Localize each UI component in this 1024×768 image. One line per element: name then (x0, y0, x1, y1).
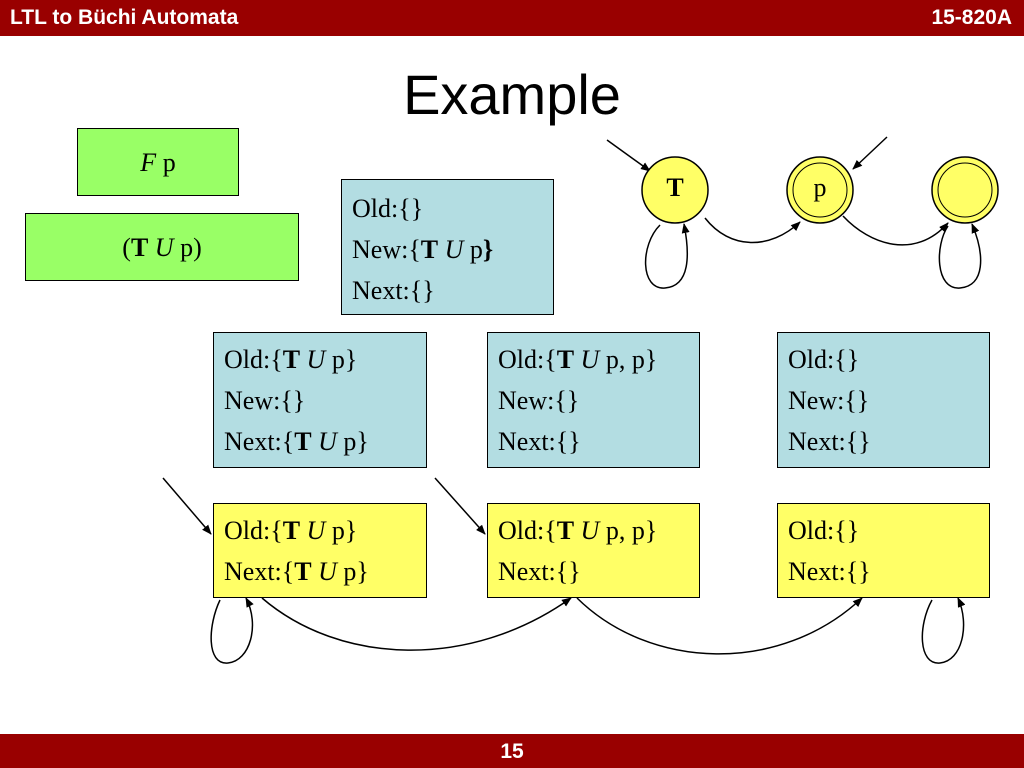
formula-true-until-p: (T U p) (25, 213, 299, 281)
state-p-inner-ring (792, 162, 848, 218)
node-old: Old:{T U p, p} (498, 345, 658, 374)
course-number: 15-820A (931, 6, 1012, 29)
node-old: Old:{T U p} (224, 516, 358, 545)
result-node-1: Old:{T U p} Next:{T U p} (213, 503, 427, 598)
transition-t-to-p (704, 217, 801, 244)
formula-eventually-p: F p (77, 128, 239, 196)
header-bar: LTL to Büchi Automata 15-820A (0, 0, 1024, 36)
node-old: Old:{T U p} (224, 345, 358, 374)
state-p (786, 156, 854, 224)
self-loop-t (644, 223, 690, 289)
node-new: New:{} (498, 386, 580, 415)
until-operator: U (154, 233, 174, 262)
node-old: Old:{} (788, 516, 860, 545)
page-number: 15 (500, 740, 524, 763)
initial-arrow-p (852, 136, 888, 170)
header-title: LTL to Büchi Automata (10, 6, 239, 29)
expanded-node-2: Old:{T U p, p} New:{} Next:{} (487, 332, 700, 468)
paren-open: ( (122, 233, 131, 262)
edge-node2-to-node3 (576, 597, 863, 655)
root-next: Next:{} (352, 276, 435, 305)
state-accept (931, 156, 999, 224)
initial-arrow-node-2 (434, 477, 486, 535)
state-p-label: p (813, 173, 827, 202)
transition-p-to-accept (842, 215, 949, 246)
state-accept-inner-ring (937, 162, 993, 218)
node-old: Old:{T U p, p} (498, 516, 658, 545)
node-next: Next:{T U p} (224, 427, 369, 456)
result-node-2: Old:{T U p, p} Next:{} (487, 503, 700, 598)
self-loop-accept (938, 223, 982, 289)
slide-title: Example (403, 63, 621, 126)
eventually-operator: F (140, 148, 157, 177)
true-constant: T (130, 233, 149, 262)
formula-arg: p (180, 233, 194, 262)
expanded-node-1: Old:{T U p} New:{} Next:{T U p} (213, 332, 427, 468)
node-next: Next:{} (498, 557, 581, 586)
self-loop-node-1 (210, 597, 254, 664)
node-next: Next:{T U p} (224, 557, 369, 586)
node-old: Old:{} (788, 345, 860, 374)
formula-arg: p (162, 148, 176, 177)
footer-bar: 15 (0, 734, 1024, 768)
state-t (641, 156, 709, 224)
root-new: New:{T U p} (352, 235, 494, 264)
expanded-node-3: Old:{} New:{} Next:{} (777, 332, 990, 468)
root-node: Old:{} New:{T U p} Next:{} (341, 179, 554, 315)
paren-close: ) (193, 233, 202, 262)
node-next: Next:{} (788, 557, 871, 586)
node-next: Next:{} (498, 427, 581, 456)
state-t-label: T (666, 173, 684, 202)
root-old: Old:{} (352, 194, 424, 223)
initial-arrow-node-1 (162, 477, 212, 535)
node-new: New:{} (788, 386, 870, 415)
self-loop-node-3 (921, 597, 966, 664)
result-node-3: Old:{} Next:{} (777, 503, 990, 598)
edge-node1-to-node2 (261, 597, 572, 651)
initial-arrow-t (606, 139, 651, 172)
node-new: New:{} (224, 386, 306, 415)
node-next: Next:{} (788, 427, 871, 456)
